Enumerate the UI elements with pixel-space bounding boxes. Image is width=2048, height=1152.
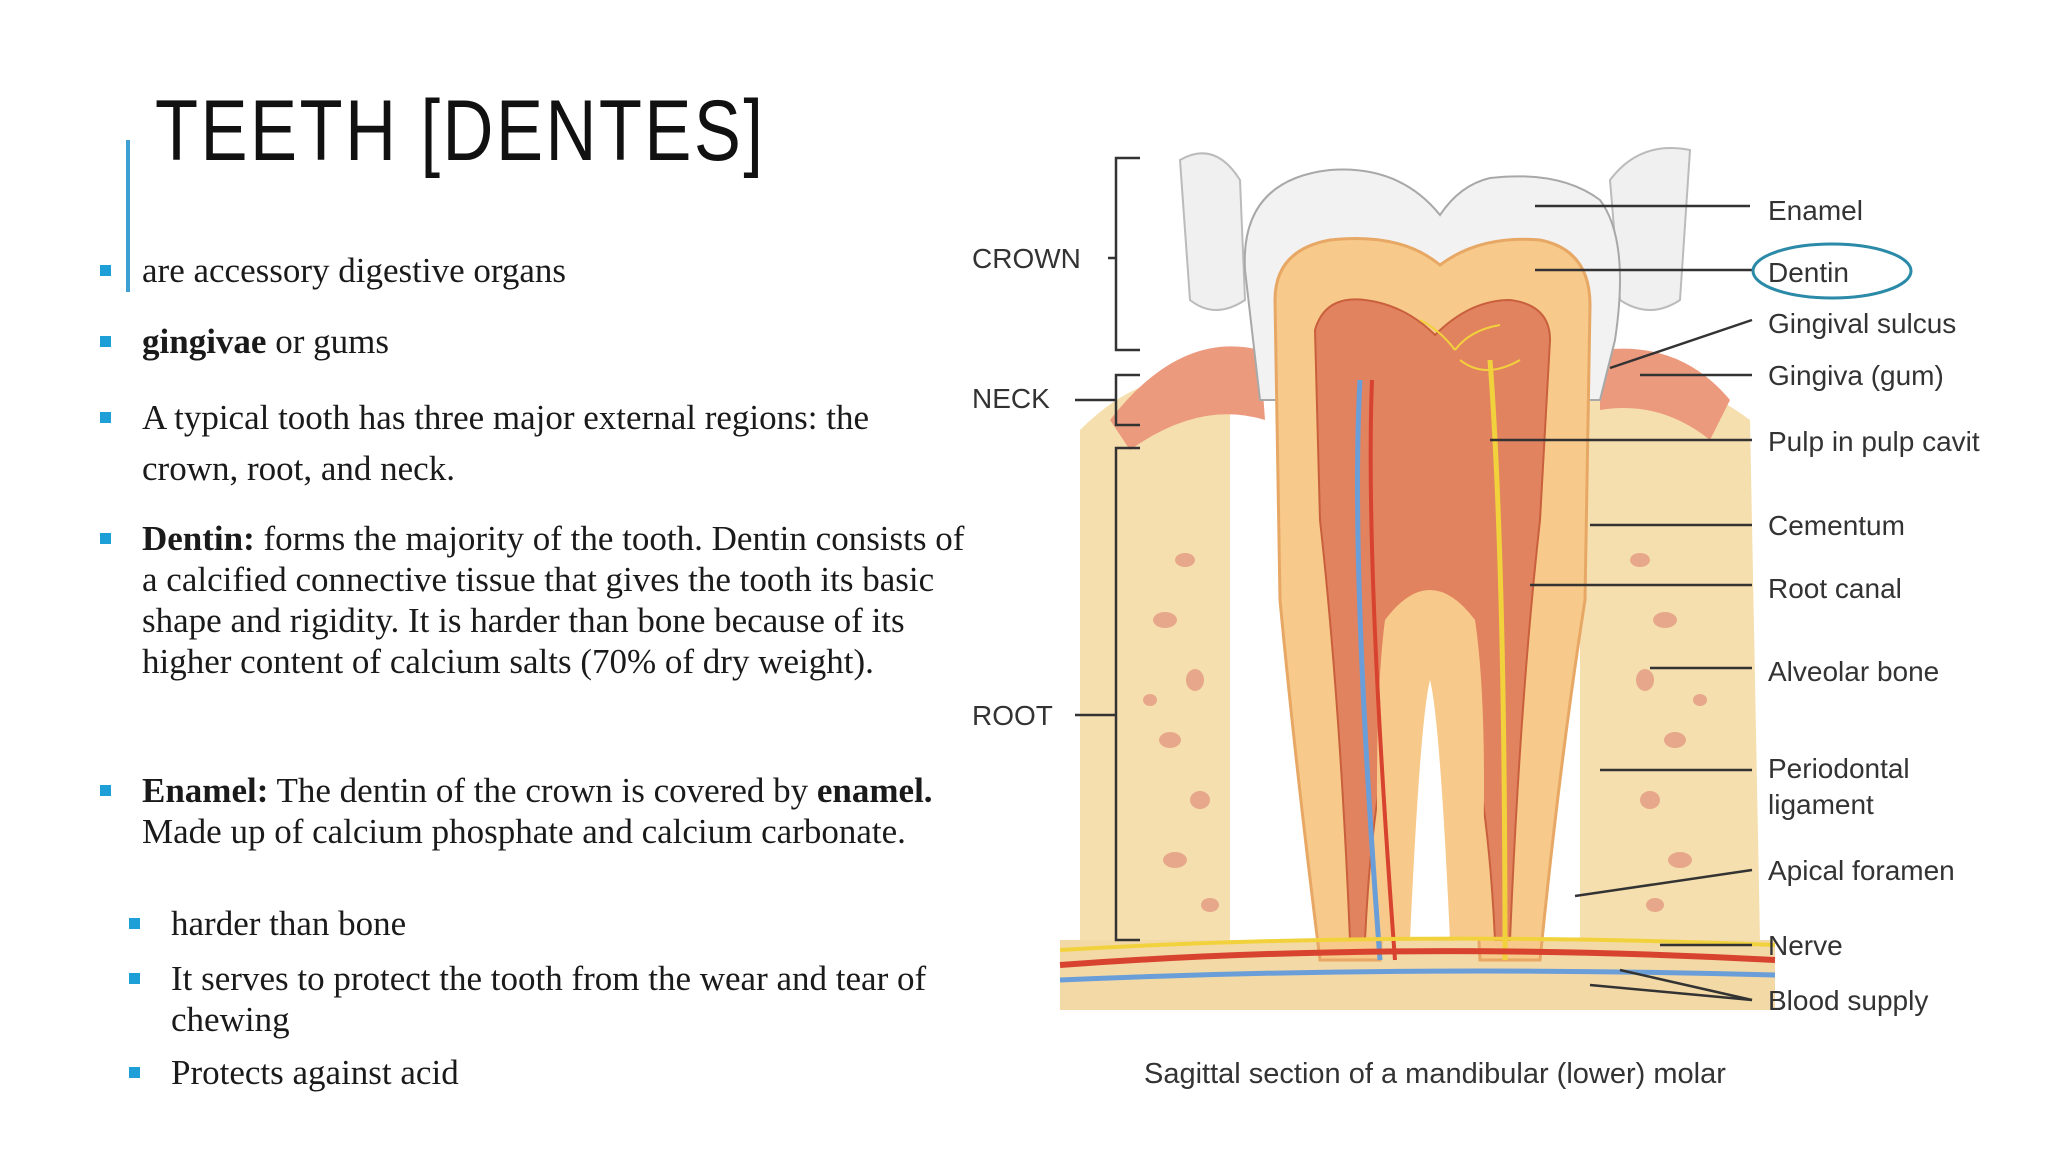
bullet-square-icon bbox=[100, 336, 111, 347]
gingiva-shape bbox=[1110, 346, 1730, 450]
alveolar-bone-shape bbox=[1060, 375, 1775, 1010]
bullet-text: harder than bone bbox=[171, 904, 407, 943]
sub-bullet-harder: harder than bone bbox=[129, 903, 971, 944]
label-nerve: Nerve bbox=[1768, 930, 1843, 961]
vein-line bbox=[1355, 379, 1383, 961]
bullet-square-icon bbox=[100, 533, 111, 544]
nerve-branches bbox=[1419, 319, 1521, 371]
dentin-highlight-ring bbox=[1751, 242, 1913, 300]
bullet-bold-term: gingivae bbox=[142, 322, 267, 361]
label-gingiva: Gingiva (gum) bbox=[1768, 360, 1944, 391]
label-root: ROOT bbox=[972, 700, 1053, 731]
bullet-gingivae: gingivae or gums bbox=[100, 321, 972, 362]
region-brackets bbox=[1075, 156, 1140, 942]
slide-title: TEETH [DENTES] bbox=[155, 83, 766, 179]
label-blood-supply: Blood supply bbox=[1768, 985, 1928, 1016]
bullet-text: Protects against acid bbox=[171, 1053, 459, 1092]
bullet-square-icon bbox=[129, 973, 140, 984]
nerve-line bbox=[1487, 359, 1508, 961]
neighbour-tooth-right bbox=[1608, 147, 1692, 311]
artery-line bbox=[1368, 379, 1397, 961]
bullet-bold-term-2: enamel. bbox=[816, 771, 933, 810]
bullet-bold-term: Enamel: bbox=[142, 771, 269, 810]
bullet-accessory-organs: are accessory digestive organs bbox=[100, 250, 972, 291]
figure-caption: Sagittal section of a mandibular (lower)… bbox=[1144, 1058, 1726, 1090]
bullet-square-icon bbox=[129, 918, 140, 929]
bullet-dentin: Dentin: forms the majority of the tooth.… bbox=[100, 518, 972, 682]
bullet-enamel: Enamel: The dentin of the crown is cover… bbox=[100, 770, 972, 852]
blood-vessel-base bbox=[1059, 948, 1776, 968]
label-pulp: Pulp in pulp cavit bbox=[1768, 426, 1980, 457]
nerve-base bbox=[1059, 936, 1776, 952]
label-dentin: Dentin bbox=[1768, 257, 1849, 288]
leader-lines bbox=[1490, 204, 1753, 1002]
bullet-square-icon bbox=[100, 785, 111, 796]
tooth-diagram: CROWN NECK ROOT Enamel Dentin Gingival s… bbox=[955, 110, 2048, 1110]
bullet-text-line-2: crown, root, and neck. bbox=[142, 449, 455, 488]
bullet-square-icon bbox=[100, 265, 111, 276]
bullet-square-icon bbox=[100, 412, 111, 423]
label-gingival-sulcus: Gingival sulcus bbox=[1768, 308, 1956, 339]
bullet-list: are accessory digestive organs gingivae … bbox=[0, 0, 980, 1152]
label-enamel: Enamel bbox=[1768, 195, 1863, 226]
bullet-square-icon bbox=[129, 1067, 140, 1078]
neighbour-tooth-left bbox=[1178, 152, 1247, 311]
bullet-bold-term: Dentin: bbox=[142, 519, 255, 558]
label-root-canal: Root canal bbox=[1768, 573, 1902, 604]
title-accent-bar bbox=[126, 140, 130, 292]
label-crown: CROWN bbox=[972, 243, 1081, 274]
label-periodontal-2: ligament bbox=[1768, 789, 1874, 820]
label-neck: NECK bbox=[972, 383, 1050, 414]
tooth-illustration: CROWN NECK ROOT Enamel Dentin Gingival s… bbox=[972, 147, 1980, 1016]
label-cementum: Cementum bbox=[1768, 510, 1905, 541]
label-apical-foramen: Apical foramen bbox=[1768, 855, 1955, 886]
vein-base bbox=[1059, 968, 1776, 983]
bullet-external-regions: A typical tooth has three major external… bbox=[100, 392, 972, 494]
bullet-text: are accessory digestive organs bbox=[142, 251, 567, 290]
bullet-text: The dentin of the crown is covered by bbox=[268, 771, 817, 810]
sub-bullet-protects-wear: It serves to protect the tooth from the … bbox=[129, 958, 971, 1040]
label-alveolar-bone: Alveolar bone bbox=[1768, 656, 1939, 687]
bullet-text-2: Made up of calcium phosphate and calcium… bbox=[142, 812, 906, 851]
bullet-text: or gums bbox=[266, 322, 389, 361]
inter-root-dentin bbox=[1376, 590, 1484, 940]
bone-pores bbox=[1143, 553, 1707, 912]
bullet-text: It serves to protect the tooth from the … bbox=[171, 959, 927, 1039]
sub-bullet-acid: Protects against acid bbox=[129, 1052, 971, 1093]
bullet-text: forms the majority of the tooth. Dentin … bbox=[142, 519, 965, 681]
bullet-text-line-1: A typical tooth has three major external… bbox=[142, 398, 870, 437]
label-periodontal-1: Periodontal bbox=[1768, 753, 1910, 784]
